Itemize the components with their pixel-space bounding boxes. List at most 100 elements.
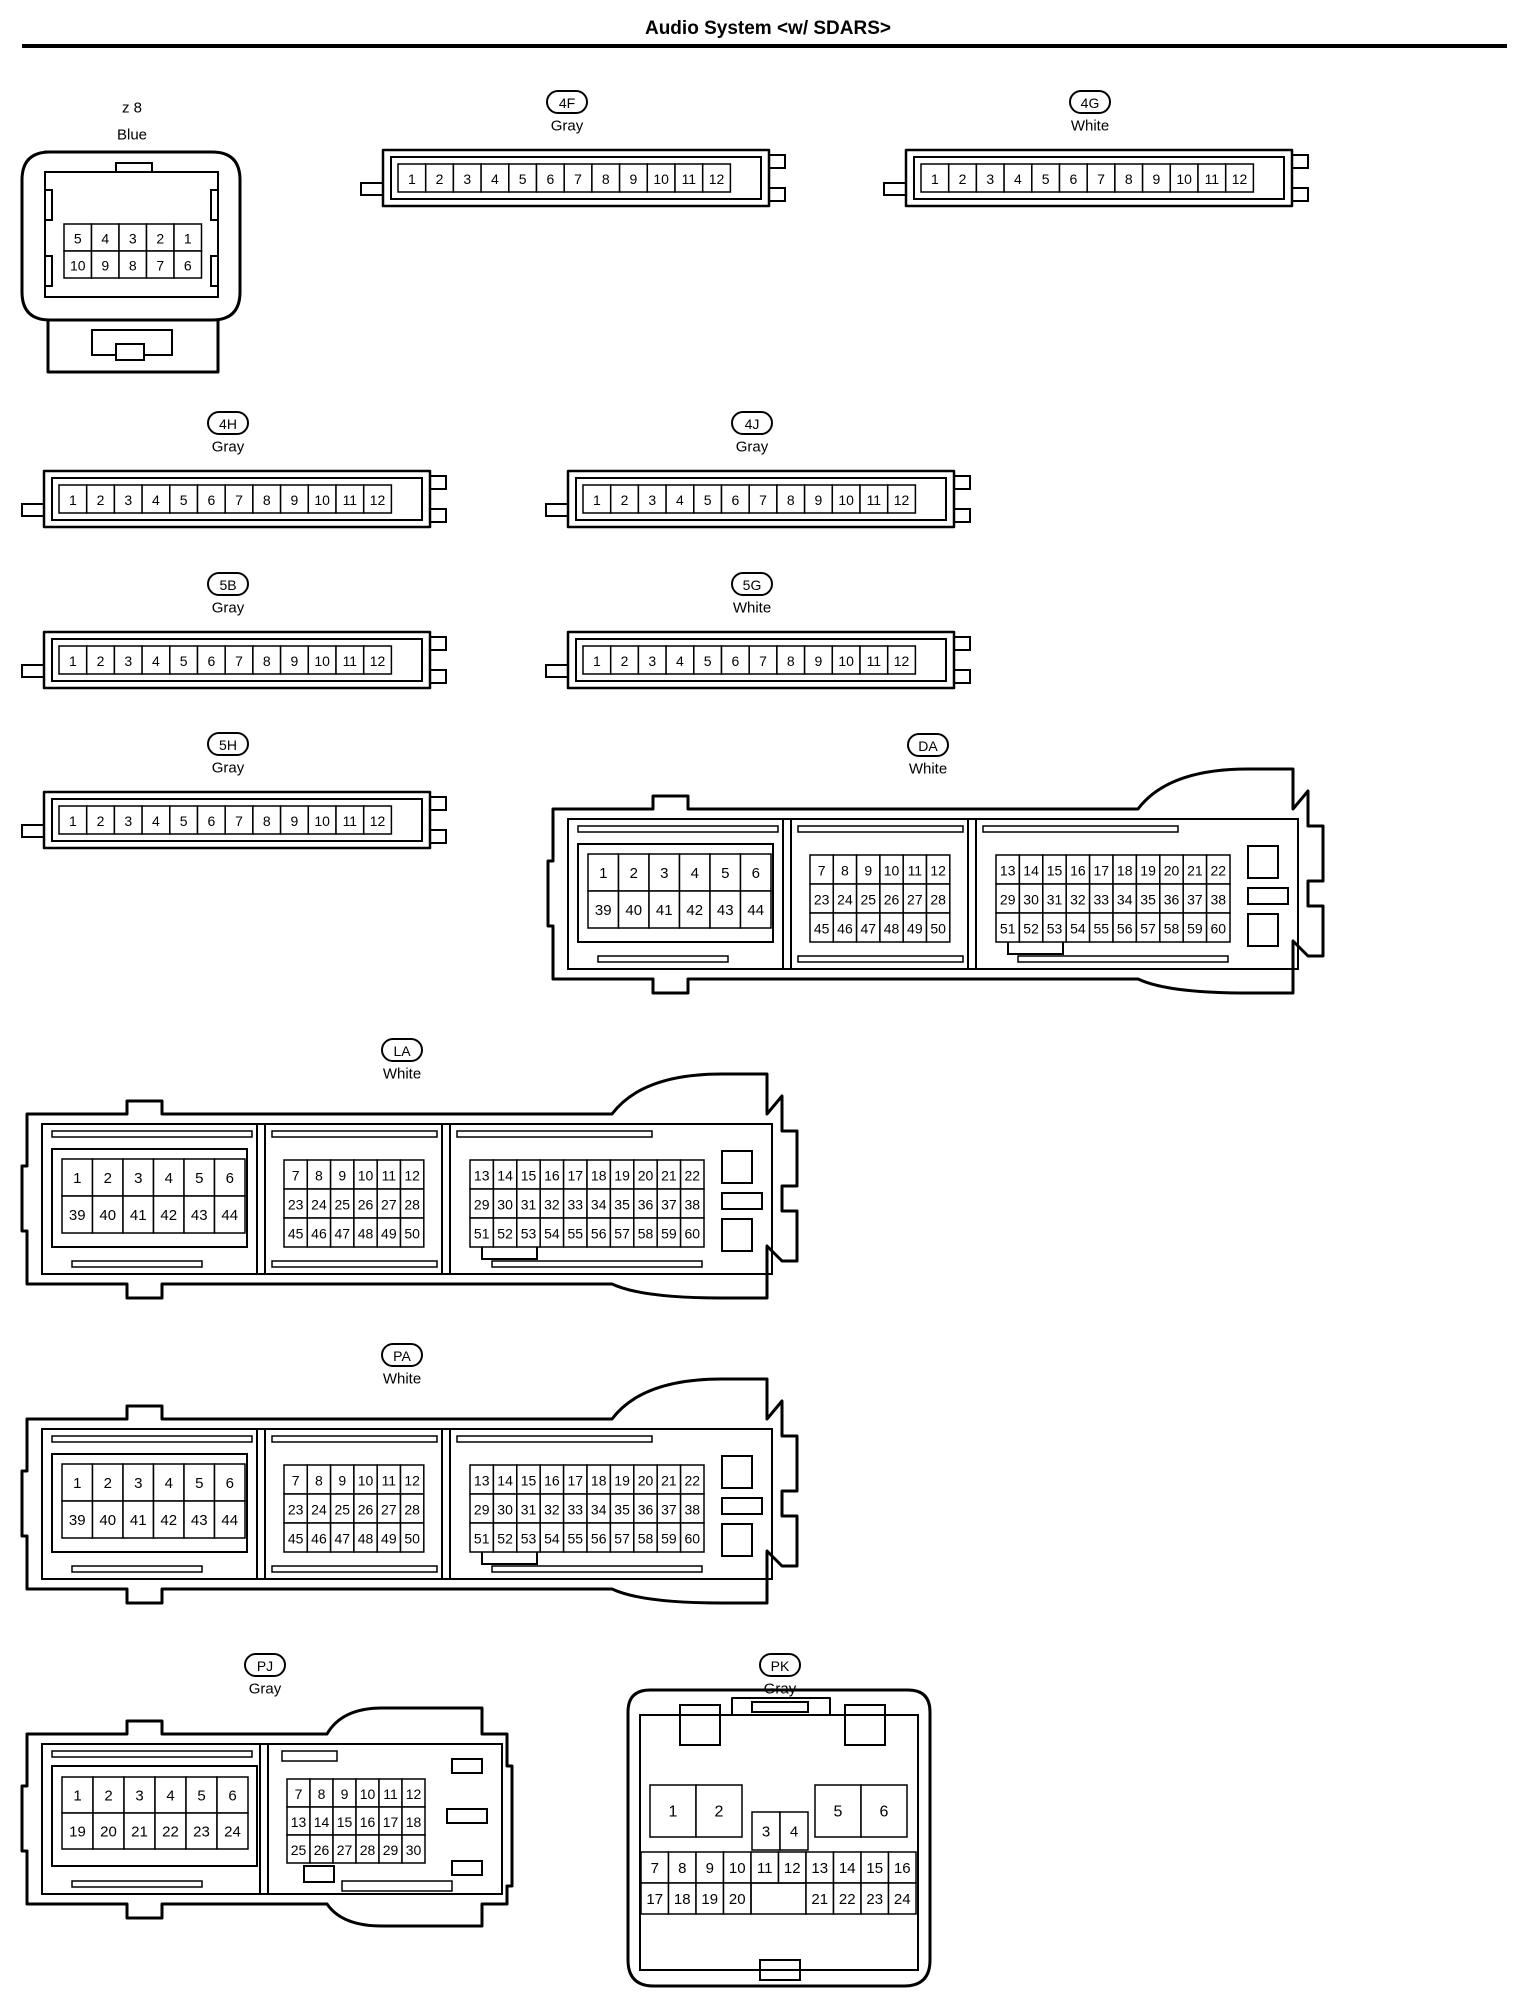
pin-number: 20: [638, 1168, 654, 1184]
pin-number: 58: [638, 1226, 654, 1242]
pin-number: 30: [497, 1197, 513, 1213]
pin-number: 21: [1187, 863, 1203, 879]
pin-number: 9: [630, 171, 638, 187]
pin-number: 10: [729, 1860, 746, 1877]
pin-cell: [748, 645, 778, 675]
pin-cell: [649, 1784, 697, 1838]
pin-cell: [640, 1882, 670, 1915]
connector-rib: [491, 1260, 703, 1268]
connector-color: White: [1071, 118, 1109, 135]
connector-latch-right: [953, 475, 971, 490]
pin-cell: [399, 1217, 425, 1248]
pin-number: 14: [497, 1473, 513, 1489]
pin-number: 7: [295, 1786, 303, 1802]
pin-number: 16: [894, 1860, 911, 1877]
pin-number: 35: [1140, 892, 1156, 908]
pin-cell: [640, 1851, 670, 1884]
connector-latch-right: [429, 475, 447, 490]
connector-rib: [271, 1130, 438, 1138]
pin-number: 10: [314, 653, 330, 669]
connector-code: 4G: [1081, 95, 1100, 111]
pin-number: 19: [614, 1473, 630, 1489]
pin-number: 59: [661, 1531, 677, 1547]
pin-number: 19: [69, 1824, 86, 1841]
pin-number: 6: [731, 492, 739, 508]
pin-number: 57: [614, 1531, 630, 1547]
connector-divider: [256, 1428, 266, 1580]
pin-cell: [859, 484, 889, 514]
pin-number: 40: [99, 1512, 116, 1529]
pin-cell: [173, 250, 203, 279]
pin-number: 1: [69, 492, 77, 508]
pin-number: 18: [406, 1814, 422, 1830]
pin-number: 48: [884, 921, 900, 937]
pin-number: 23: [814, 892, 830, 908]
pin-number: 25: [860, 892, 876, 908]
pin-number: 41: [130, 1207, 147, 1224]
pin-cell: [213, 1500, 246, 1539]
pin-cell: [803, 645, 834, 675]
pin-cell: [122, 1463, 155, 1502]
pin-cell: [169, 805, 199, 835]
pin-number: 1: [669, 1804, 678, 1821]
pin-number: 32: [544, 1197, 560, 1213]
connector-rib: [797, 955, 964, 963]
pin-number: 3: [124, 653, 132, 669]
pin-number: 47: [860, 921, 876, 937]
pin-number: 36: [1164, 892, 1180, 908]
pin-number: 16: [1070, 863, 1086, 879]
connector-latch-left: [44, 255, 53, 287]
pin-cell: [224, 645, 254, 675]
connector-code: PJ: [257, 1658, 273, 1674]
pin-number: 5: [721, 865, 729, 882]
connector-code: 4H: [219, 416, 237, 432]
pin-number: 12: [370, 492, 386, 508]
pin-number: 18: [591, 1473, 607, 1489]
pin-number: 5: [704, 653, 712, 669]
connector-body: [20, 1706, 514, 1928]
pin-number: 7: [574, 171, 582, 187]
pin-cell: [695, 1784, 743, 1838]
connector-body: [20, 1377, 799, 1605]
connector-rib: [71, 1260, 203, 1268]
pin-cell: [196, 805, 226, 835]
connector-rib: [797, 825, 964, 833]
pin-cell: [679, 1217, 705, 1248]
pin-cell: [582, 645, 612, 675]
connector-latch: [1247, 913, 1279, 947]
pin-number: 28: [404, 1502, 420, 1518]
connector-latch-right: [429, 508, 447, 523]
pin-number: 7: [156, 258, 164, 274]
pin-number: 31: [521, 1502, 537, 1518]
pin-number: 6: [228, 1788, 236, 1805]
pin-number: 31: [1047, 892, 1063, 908]
pin-cell: [91, 1158, 124, 1197]
pin-number: 16: [360, 1814, 376, 1830]
connector-code: z 8: [122, 100, 142, 117]
pin-number: 4: [1014, 171, 1022, 187]
connector-lock-tab: [115, 343, 145, 361]
pin-number: 7: [235, 813, 243, 829]
pin-cell: [216, 1812, 249, 1850]
connector-color: White: [383, 1066, 421, 1083]
pin-number: 26: [358, 1197, 374, 1213]
pin-number: 15: [866, 1860, 883, 1877]
pin-number: 10: [653, 171, 669, 187]
pin-number: 10: [1176, 171, 1192, 187]
connector-latch-right: [210, 189, 219, 221]
pin-number: 1: [69, 653, 77, 669]
pin-number: 8: [787, 653, 795, 669]
pin-cell: [152, 1500, 185, 1539]
pin-number: 4: [152, 653, 160, 669]
pin-number: 41: [656, 902, 673, 919]
pin-cell: [803, 484, 834, 514]
connector-latch: [721, 1455, 753, 1489]
pin-cell: [748, 484, 778, 514]
pin-number: 29: [474, 1197, 490, 1213]
pin-cell: [90, 223, 120, 252]
pin-number: 17: [383, 1814, 399, 1830]
pin-number: 1: [73, 1170, 81, 1187]
pin-number: 12: [784, 1860, 801, 1877]
pin-cell: [141, 805, 171, 835]
